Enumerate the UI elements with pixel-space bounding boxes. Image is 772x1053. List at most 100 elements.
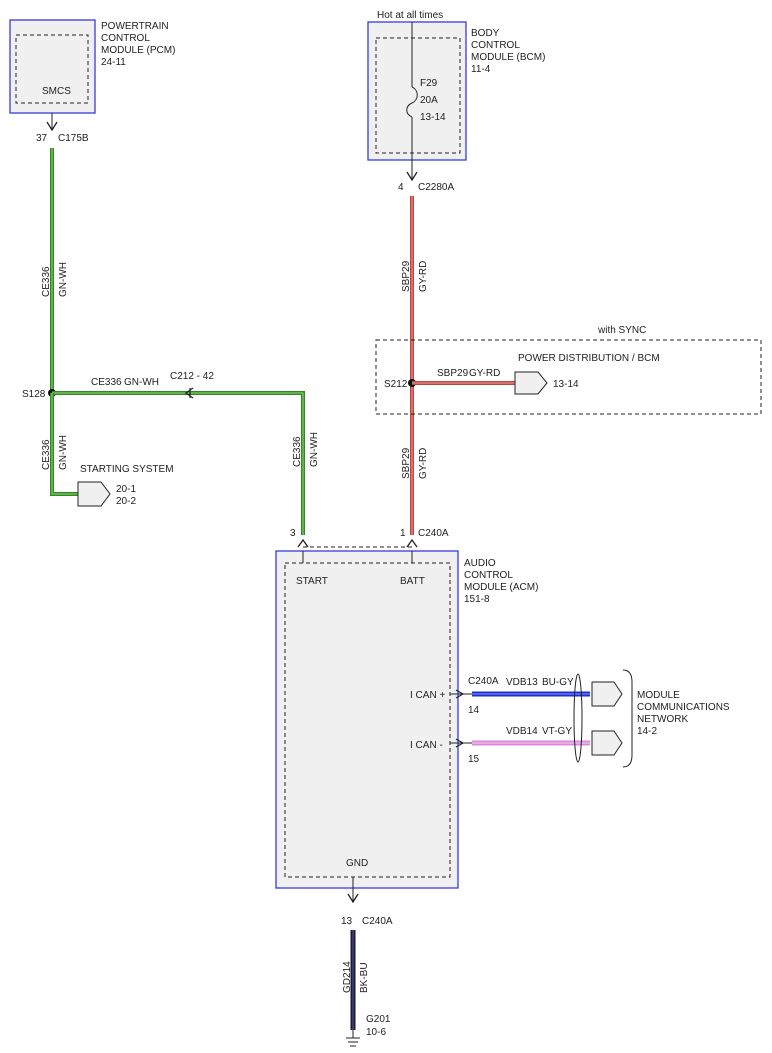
ce336-upper-color: GN-WH (58, 262, 69, 297)
pcm-pin-number: 37 (36, 133, 48, 144)
can-connector-id: C240A (468, 676, 499, 687)
inline-connector-c212-label: C212 - 42 (170, 371, 214, 382)
ce336-lower-name: CE336 (41, 439, 52, 470)
bcm-module-box (367, 21, 467, 161)
sbp29-upper-color: GY-RD (418, 261, 429, 292)
sbp29-upper-name: SBP29 (401, 260, 412, 292)
pcm-module-inner-box (15, 34, 89, 104)
wire-ce336-to-acm: CE336 GN-WH CE336 GN-WH (52, 377, 320, 535)
sbp29-branch-name: SBP29 (437, 368, 469, 379)
pcm-inner-label: SMCS (42, 86, 71, 97)
acm-batt-label: BATT (400, 576, 425, 587)
sync-option-box: with SYNC S212 SBP29 GY-RD POWER DISTRIB… (375, 325, 762, 415)
acm-gnd-connector: C240A (362, 916, 393, 927)
pcm-name-line-4: 24-11 (101, 57, 126, 68)
twisted-pair-loop-icon (573, 673, 583, 763)
pcm-module: SMCS POWERTRAIN CONTROL MODULE (PCM) 24-… (9, 19, 175, 144)
acm-module: 3 1 C240A START BATT I CAN + I CAN - GND… (275, 528, 538, 889)
pcm-name-line-2: CONTROL (101, 33, 150, 44)
pcm-name-line-1: POWERTRAIN (101, 21, 169, 32)
gd214-name: GD214 (342, 961, 353, 993)
power-distribution-arrow-icon (514, 371, 548, 395)
sync-option-label: with SYNC (597, 325, 646, 336)
hot-at-all-times-label: Hot at all times (377, 10, 443, 21)
acm-gnd-label: GND (346, 858, 368, 869)
bcm-module-inner-box (375, 37, 461, 154)
starting-system-ref-2: 20-2 (116, 496, 136, 507)
pcm-connector-id: C175B (58, 133, 89, 144)
network-name-line-3: NETWORK (637, 714, 688, 725)
bcm-name-line-4: 11-4 (471, 64, 491, 75)
network-minus-arrow-icon (591, 730, 623, 756)
acm-module-inner-box (284, 562, 451, 878)
fuse-f29-line-1: F29 (420, 78, 438, 89)
starting-system-ref: STARTING SYSTEM 20-1 20-2 (77, 464, 174, 507)
pcm-module-box (9, 19, 96, 114)
ground-g201-name: G201 (366, 1014, 391, 1025)
bcm-name-line-1: BODY (471, 28, 500, 39)
wire-ce336-starting-system: CE336 GN-WH (41, 393, 78, 496)
acm-ican-minus-label: I CAN - (410, 740, 443, 751)
inline-connector-c212-symbol (184, 387, 194, 399)
acm-name-line-1: AUDIO (464, 558, 496, 569)
network-plus-arrow-icon (591, 681, 623, 707)
ground-circuit: 13 C240A GD214 BK-BU G201 10-6 (341, 877, 393, 1047)
acm-ican-plus-label: I CAN + (410, 690, 445, 701)
network-name-line-1: MODULE (637, 690, 680, 701)
acm-top-connector: C240A (418, 528, 449, 539)
vdb14-name: VDB14 (506, 726, 538, 737)
bcm-name-line-3: MODULE (BCM) (471, 52, 545, 63)
fuse-f29-icon (406, 86, 418, 118)
ground-g201-ref: 10-6 (366, 1027, 386, 1038)
acm-name-line-2: CONTROL (464, 570, 513, 581)
inline-connector-c212: C212 - 42 (170, 371, 214, 399)
acm-start-label: START (296, 576, 328, 587)
splice-s212-label: S212 (384, 379, 408, 390)
bcm-pin-arrow (406, 171, 418, 182)
acm-name-line-4: 151-8 (464, 594, 490, 605)
network-name-line-2: COMMUNICATIONS (637, 702, 730, 713)
fuse-f29-line-3: 13-14 (420, 112, 446, 123)
acm-gnd-pin-arrow (347, 893, 359, 904)
gd214-color: BK-BU (359, 962, 370, 993)
acm-batt-pin: 1 (400, 528, 406, 539)
sbp29-lower-name: SBP29 (401, 447, 412, 479)
ce336-upper-name: CE336 (41, 266, 52, 297)
bcm-name-line-2: CONTROL (471, 40, 520, 51)
wire-sbp29: SBP29 GY-RD SBP29 GY-RD (401, 196, 429, 535)
vdb13-color: BU-GY (542, 677, 574, 688)
bcm-module: Hot at all times F29 20A 13-14 BODY CONT… (367, 10, 545, 193)
sbp29-lower-color: GY-RD (418, 448, 429, 479)
acm-start-pin-arrow (297, 538, 309, 548)
sbp29-branch-color: GY-RD (469, 368, 500, 379)
acm-name-line-3: MODULE (ACM) (464, 582, 538, 593)
fuse-f29-line-2: 20A (420, 95, 438, 106)
can-minus-pin: 15 (468, 754, 480, 765)
starting-system-arrow-icon (77, 481, 111, 507)
acm-start-pin: 3 (290, 528, 296, 539)
vdb14-color: VT-GY (542, 726, 572, 737)
can-wires: C240A 14 15 VDB13 BU-GY VDB14 VT-GY MODU… (450, 669, 730, 768)
splice-s128-label: S128 (22, 389, 46, 400)
ce336-horizontal-color: GN-WH (124, 377, 159, 388)
can-plus-pin: 14 (468, 705, 480, 716)
network-bracket-icon (622, 669, 633, 768)
ce336-lower-color: GN-WH (58, 435, 69, 470)
network-name-line-4: 14-2 (637, 726, 657, 737)
bcm-pin-number: 4 (398, 182, 404, 193)
ce336-acm-color: GN-WH (309, 432, 320, 467)
vdb13-name: VDB13 (506, 677, 538, 688)
wire-ce336-upper: CE336 GN-WH (41, 148, 69, 393)
starting-system-label: STARTING SYSTEM (80, 464, 174, 475)
starting-system-ref-1: 20-1 (116, 484, 136, 495)
bcm-connector-id: C2280A (418, 182, 454, 193)
pcm-name-line-3: MODULE (PCM) (101, 45, 175, 56)
acm-gnd-pin: 13 (341, 916, 353, 927)
ce336-horizontal-name: CE336 (91, 377, 122, 388)
acm-module-box (275, 550, 459, 889)
ce336-acm-name: CE336 (292, 436, 303, 467)
sync-option-dashed-box (375, 339, 762, 415)
acm-batt-pin-arrow (406, 538, 418, 548)
power-distribution-ref: 13-14 (553, 379, 579, 390)
